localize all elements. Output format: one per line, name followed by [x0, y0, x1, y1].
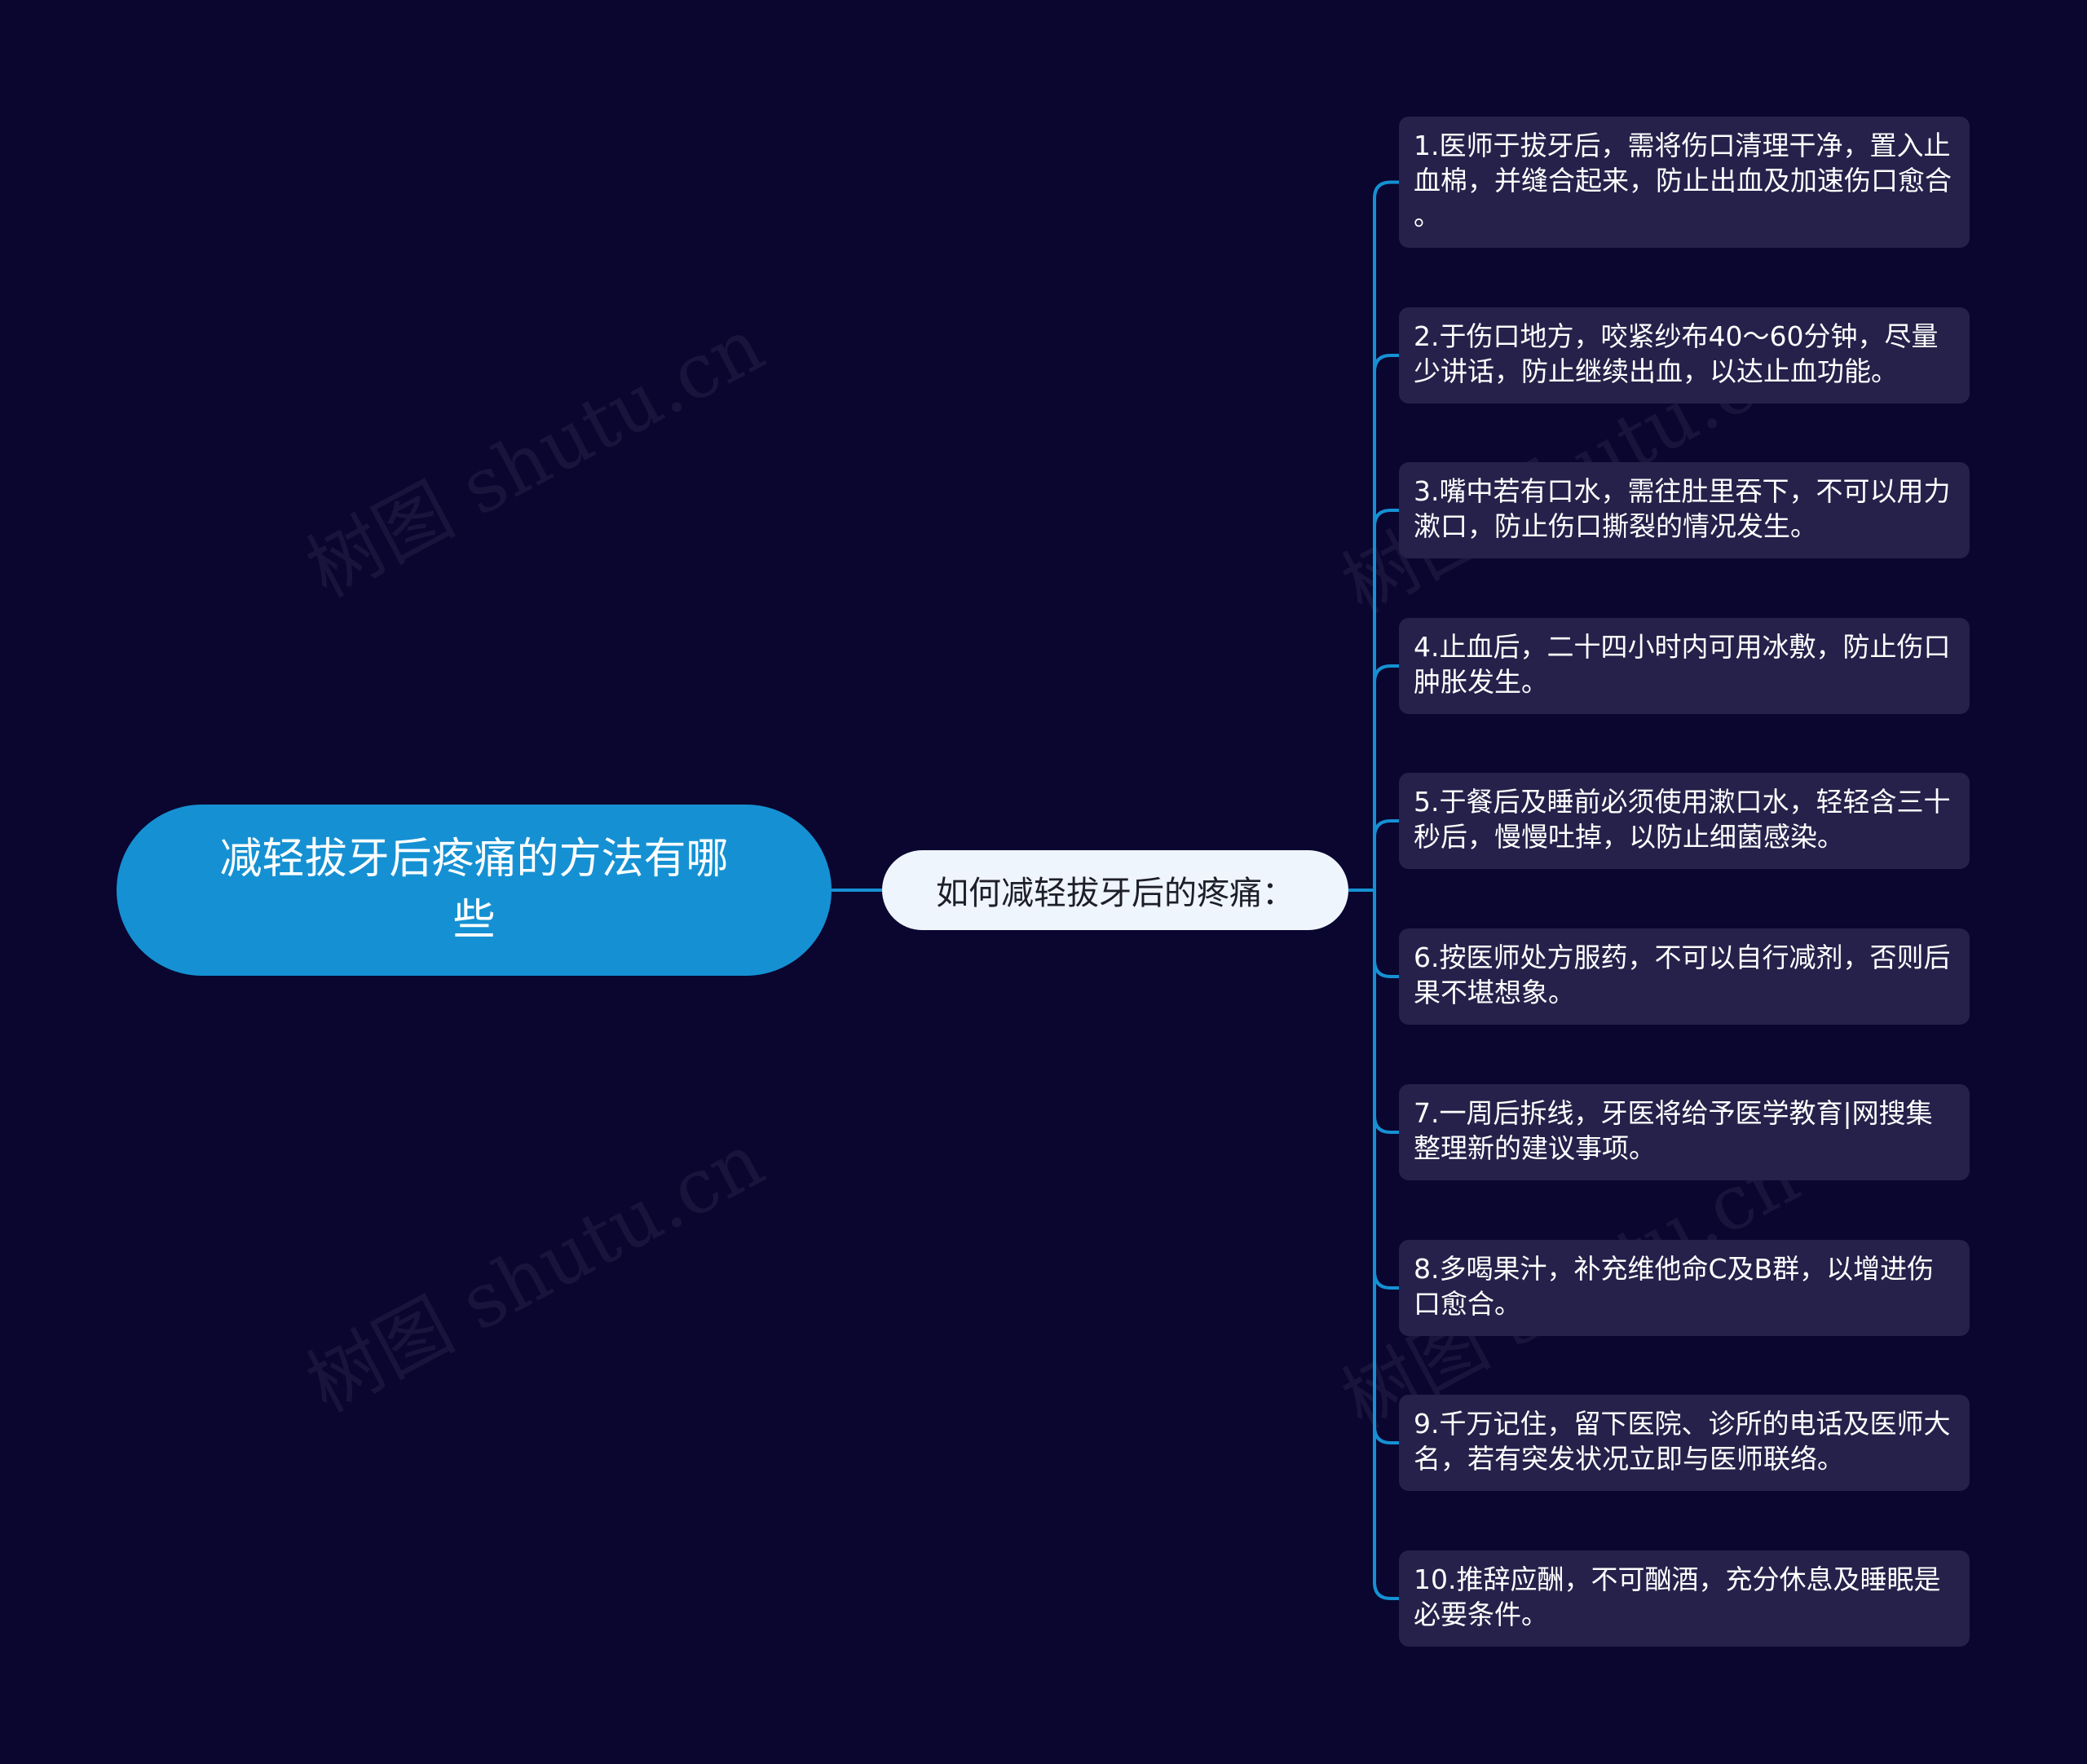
leaf-connector-8 [1373, 890, 1399, 1290]
branch-topic-label: 如何减轻拔牙后的疼痛： [936, 875, 1295, 912]
leaf-node-9[interactable]: 9.千万记住，留下医院、诊所的电话及医师大 名，若有突发状况立即与医师联络。 [1399, 1395, 1970, 1491]
leaf-node-4[interactable]: 4.止血后，二十四小时内可用冰敷，防止伤口 肿胀发生。 [1399, 618, 1970, 714]
root-topic-node[interactable]: 减轻拔牙后疼痛的方法有哪些 [117, 805, 832, 976]
leaf-node-6[interactable]: 6.按医师处方服药，不可以自行减剂，否则后 果不堪想象。 [1399, 928, 1970, 1025]
leaf-node-2[interactable]: 2.于伤口地方，咬紧纱布40～60分钟，尽量 少讲话，防止继续出血，以达止血功能… [1399, 307, 1970, 404]
leaf-connector-10 [1373, 890, 1399, 1600]
leaf-connector-4 [1373, 664, 1399, 890]
leaf-node-8[interactable]: 8.多喝果汁，补充维他命C及B群，以增进伤 口愈合。 [1399, 1240, 1970, 1336]
leaf-connector-7 [1373, 890, 1399, 1134]
root-topic-label: 减轻拔牙后疼痛的方法有哪些 [219, 834, 729, 945]
branch-topic-node[interactable]: 如何减轻拔牙后的疼痛： [882, 850, 1348, 930]
leaf-node-7[interactable]: 7.一周后拆线，牙医将给予医学教育|网搜集 整理新的建议事项。 [1399, 1084, 1970, 1180]
leaf-connector-5 [1373, 819, 1399, 890]
leaf-node-5[interactable]: 5.于餐后及睡前必须使用漱口水，轻轻含三十 秒后，慢慢吐掉，以防止细菌感染。 [1399, 773, 1970, 869]
leaf-connector-3 [1373, 509, 1399, 890]
leaf-connector-2 [1373, 354, 1399, 890]
leaf-node-3[interactable]: 3.嘴中若有口水，需往肚里吞下，不可以用力 漱口，防止伤口撕裂的情况发生。 [1399, 462, 1970, 558]
leaf-node-10[interactable]: 10.推辞应酬，不可酗酒，充分休息及睡眠是 必要条件。 [1399, 1550, 1970, 1647]
leaf-connector-1 [1373, 180, 1399, 890]
leaf-node-1[interactable]: 1.医师于拔牙后，需将伤口清理干净，置入止 血棉，并缝合起来，防止出血及加速伤口… [1399, 117, 1970, 248]
leaf-connector-6 [1373, 890, 1399, 978]
